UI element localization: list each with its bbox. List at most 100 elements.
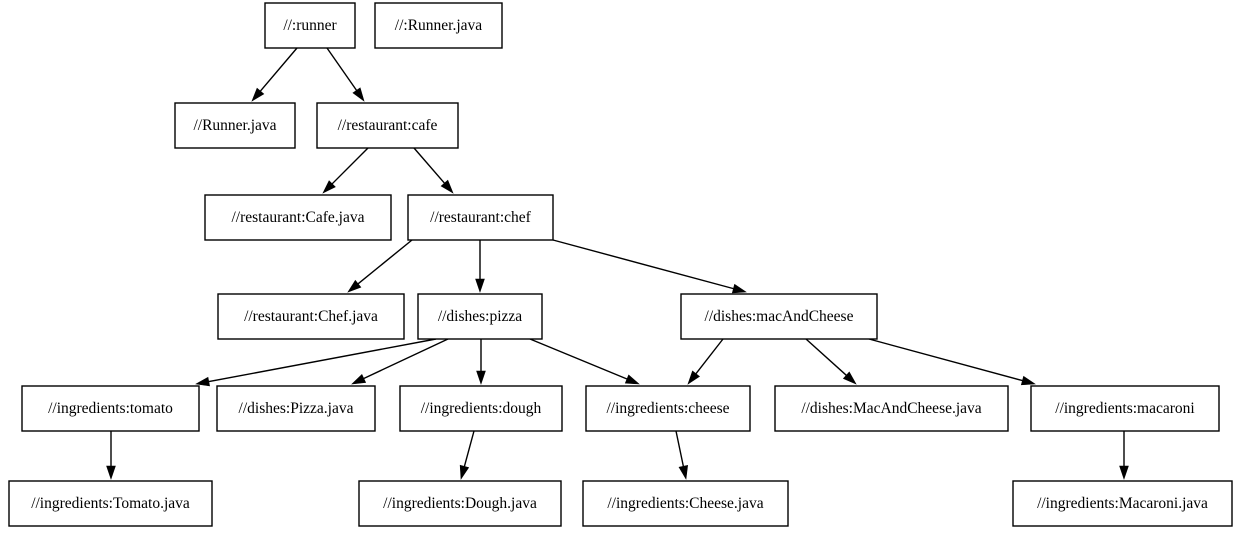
graph-edge: //:runner → //Runner.java xyxy=(251,47,298,102)
node-box[interactable] xyxy=(358,480,562,527)
node-label: //ingredients:Dough.java xyxy=(383,495,537,512)
edge-line xyxy=(463,430,475,467)
node-label: //ingredients:Cheese.java xyxy=(607,495,763,512)
edge-line xyxy=(208,338,437,383)
node-box[interactable] xyxy=(1030,385,1220,432)
node-label: //restaurant:Cafe.java xyxy=(232,209,365,226)
edge-arrowhead-icon xyxy=(347,279,362,293)
node-label: //ingredients:dough xyxy=(421,400,542,417)
edge-arrowhead-icon xyxy=(440,179,454,194)
node-box[interactable] xyxy=(204,194,392,241)
graph-node-runner_java[interactable]: //Runner.java xyxy=(174,102,296,149)
edge-line xyxy=(695,338,724,375)
edge-line xyxy=(363,338,449,380)
graph-node-chef_java[interactable]: //restaurant:Chef.java xyxy=(217,293,405,340)
edge-line xyxy=(868,338,1023,382)
graph-node-pizza_java[interactable]: //dishes:Pizza.java xyxy=(216,385,376,432)
edge-arrowhead-icon xyxy=(476,370,486,385)
edge-arrowhead-icon xyxy=(1020,375,1036,386)
edge-arrowhead-icon xyxy=(687,370,700,385)
edge-arrowhead-icon xyxy=(322,180,336,194)
node-box[interactable] xyxy=(585,385,751,432)
node-box[interactable] xyxy=(174,102,296,149)
node-layer: //:runner //:Runner.java //Runner.java //re… xyxy=(8,2,1233,527)
node-box[interactable] xyxy=(264,2,356,49)
node-box[interactable] xyxy=(21,385,200,432)
graph-node-ing_tomato[interactable]: //ingredients:tomato xyxy=(21,385,200,432)
graph-node-mac_java[interactable]: //dishes:MacAndCheese.java xyxy=(774,385,1009,432)
edge-arrowhead-icon xyxy=(678,464,689,480)
node-box[interactable] xyxy=(216,385,376,432)
edge-line xyxy=(326,47,358,91)
graph-node-ing_macaroni[interactable]: //ingredients:macaroni xyxy=(1030,385,1220,432)
graph-node-macaroni_java[interactable]: //ingredients:Macaroni.java xyxy=(1012,480,1233,527)
edge-line xyxy=(413,147,446,184)
graph-edge: //dishes:pizza → //ingredients:tomato xyxy=(195,338,437,387)
node-box[interactable] xyxy=(374,2,503,49)
node-label: //restaurant:cafe xyxy=(338,117,438,134)
edge-arrowhead-icon xyxy=(351,373,367,385)
node-box[interactable] xyxy=(417,293,543,340)
graph-edge: //dishes:macAndCheese → //ingredients:ma… xyxy=(868,338,1036,386)
node-box[interactable] xyxy=(8,480,213,527)
node-box[interactable] xyxy=(217,293,405,340)
edge-line xyxy=(552,239,734,290)
node-label: //dishes:pizza xyxy=(438,308,522,325)
node-box[interactable] xyxy=(407,194,554,241)
node-label: //Runner.java xyxy=(193,117,276,134)
edge-arrowhead-icon xyxy=(475,278,485,293)
graph-edge: //restaurant:cafe → //restaurant:chef xyxy=(413,147,454,194)
graph-edge: //:runner → //restaurant:cafe xyxy=(326,47,365,102)
edge-line xyxy=(805,338,847,376)
graph-node-restaurant_chef[interactable]: //restaurant:chef xyxy=(407,194,554,241)
graph-node-dishes_mac[interactable]: //dishes:macAndCheese xyxy=(680,293,878,340)
node-box[interactable] xyxy=(582,480,789,527)
graph-node-cafe_java[interactable]: //restaurant:Cafe.java xyxy=(204,194,392,241)
node-label: //restaurant:Chef.java xyxy=(244,308,378,325)
node-label: //ingredients:tomato xyxy=(48,400,173,417)
edge-line xyxy=(675,430,685,467)
graph-node-ing_cheese[interactable]: //ingredients:cheese xyxy=(585,385,751,432)
graph-node-restaurant_cafe[interactable]: //restaurant:cafe xyxy=(316,102,459,149)
graph-edge: //restaurant:chef → //dishes:pizza xyxy=(475,240,485,293)
graph-node-dough_java[interactable]: //ingredients:Dough.java xyxy=(358,480,562,527)
graph-edge: //dishes:macAndCheese → //dishes:MacAndC… xyxy=(805,338,857,385)
edge-arrowhead-icon xyxy=(1119,465,1129,480)
node-label: //ingredients:macaroni xyxy=(1055,400,1195,417)
edge-line xyxy=(331,147,369,185)
edge-arrowhead-icon xyxy=(106,465,116,480)
node-label: //ingredients:cheese xyxy=(606,400,729,417)
graph-edge: //ingredients:dough → //ingredients:Doug… xyxy=(459,430,475,480)
graph-edge: //restaurant:cafe → //restaurant:Cafe.ja… xyxy=(322,147,369,194)
edge-arrowhead-icon xyxy=(842,371,857,385)
graph-edge: //restaurant:chef → //dishes:macAndChees… xyxy=(552,239,747,294)
node-box[interactable] xyxy=(399,385,563,432)
edge-line xyxy=(529,338,628,380)
edge-arrowhead-icon xyxy=(352,87,365,102)
node-label: //:runner xyxy=(283,17,337,34)
node-label: //dishes:macAndCheese xyxy=(705,308,854,325)
node-label: //ingredients:Tomato.java xyxy=(31,495,190,512)
graph-node-cheese_java[interactable]: //ingredients:Cheese.java xyxy=(582,480,789,527)
graph-node-runner[interactable]: //:runner xyxy=(264,2,356,49)
graph-node-ing_dough[interactable]: //ingredients:dough xyxy=(399,385,563,432)
node-box[interactable] xyxy=(1012,480,1233,527)
edge-arrowhead-icon xyxy=(459,464,470,480)
node-box[interactable] xyxy=(680,293,878,340)
graph-edge: //dishes:pizza → //ingredients:dough xyxy=(476,339,486,385)
node-label: //:Runner.java xyxy=(395,17,483,34)
node-label: //ingredients:Macaroni.java xyxy=(1037,495,1208,512)
graph-edge: //dishes:pizza → //ingredients:cheese xyxy=(529,338,640,385)
edge-layer: //:runner → //Runner.java //:runner → //r… xyxy=(106,47,1129,480)
graph-node-runner_java_root[interactable]: //:Runner.java xyxy=(374,2,503,49)
edge-arrowhead-icon xyxy=(624,374,640,385)
node-box[interactable] xyxy=(316,102,459,149)
graph-node-tomato_java[interactable]: //ingredients:Tomato.java xyxy=(8,480,213,527)
node-label: //dishes:MacAndCheese.java xyxy=(801,400,981,417)
graph-node-dishes_pizza[interactable]: //dishes:pizza xyxy=(417,293,543,340)
graph-edge: //restaurant:chef → //restaurant:Chef.ja… xyxy=(347,239,413,293)
graph-edge: //ingredients:macaroni → //ingredients:M… xyxy=(1119,431,1129,480)
node-box[interactable] xyxy=(774,385,1009,432)
edge-line xyxy=(357,239,413,285)
